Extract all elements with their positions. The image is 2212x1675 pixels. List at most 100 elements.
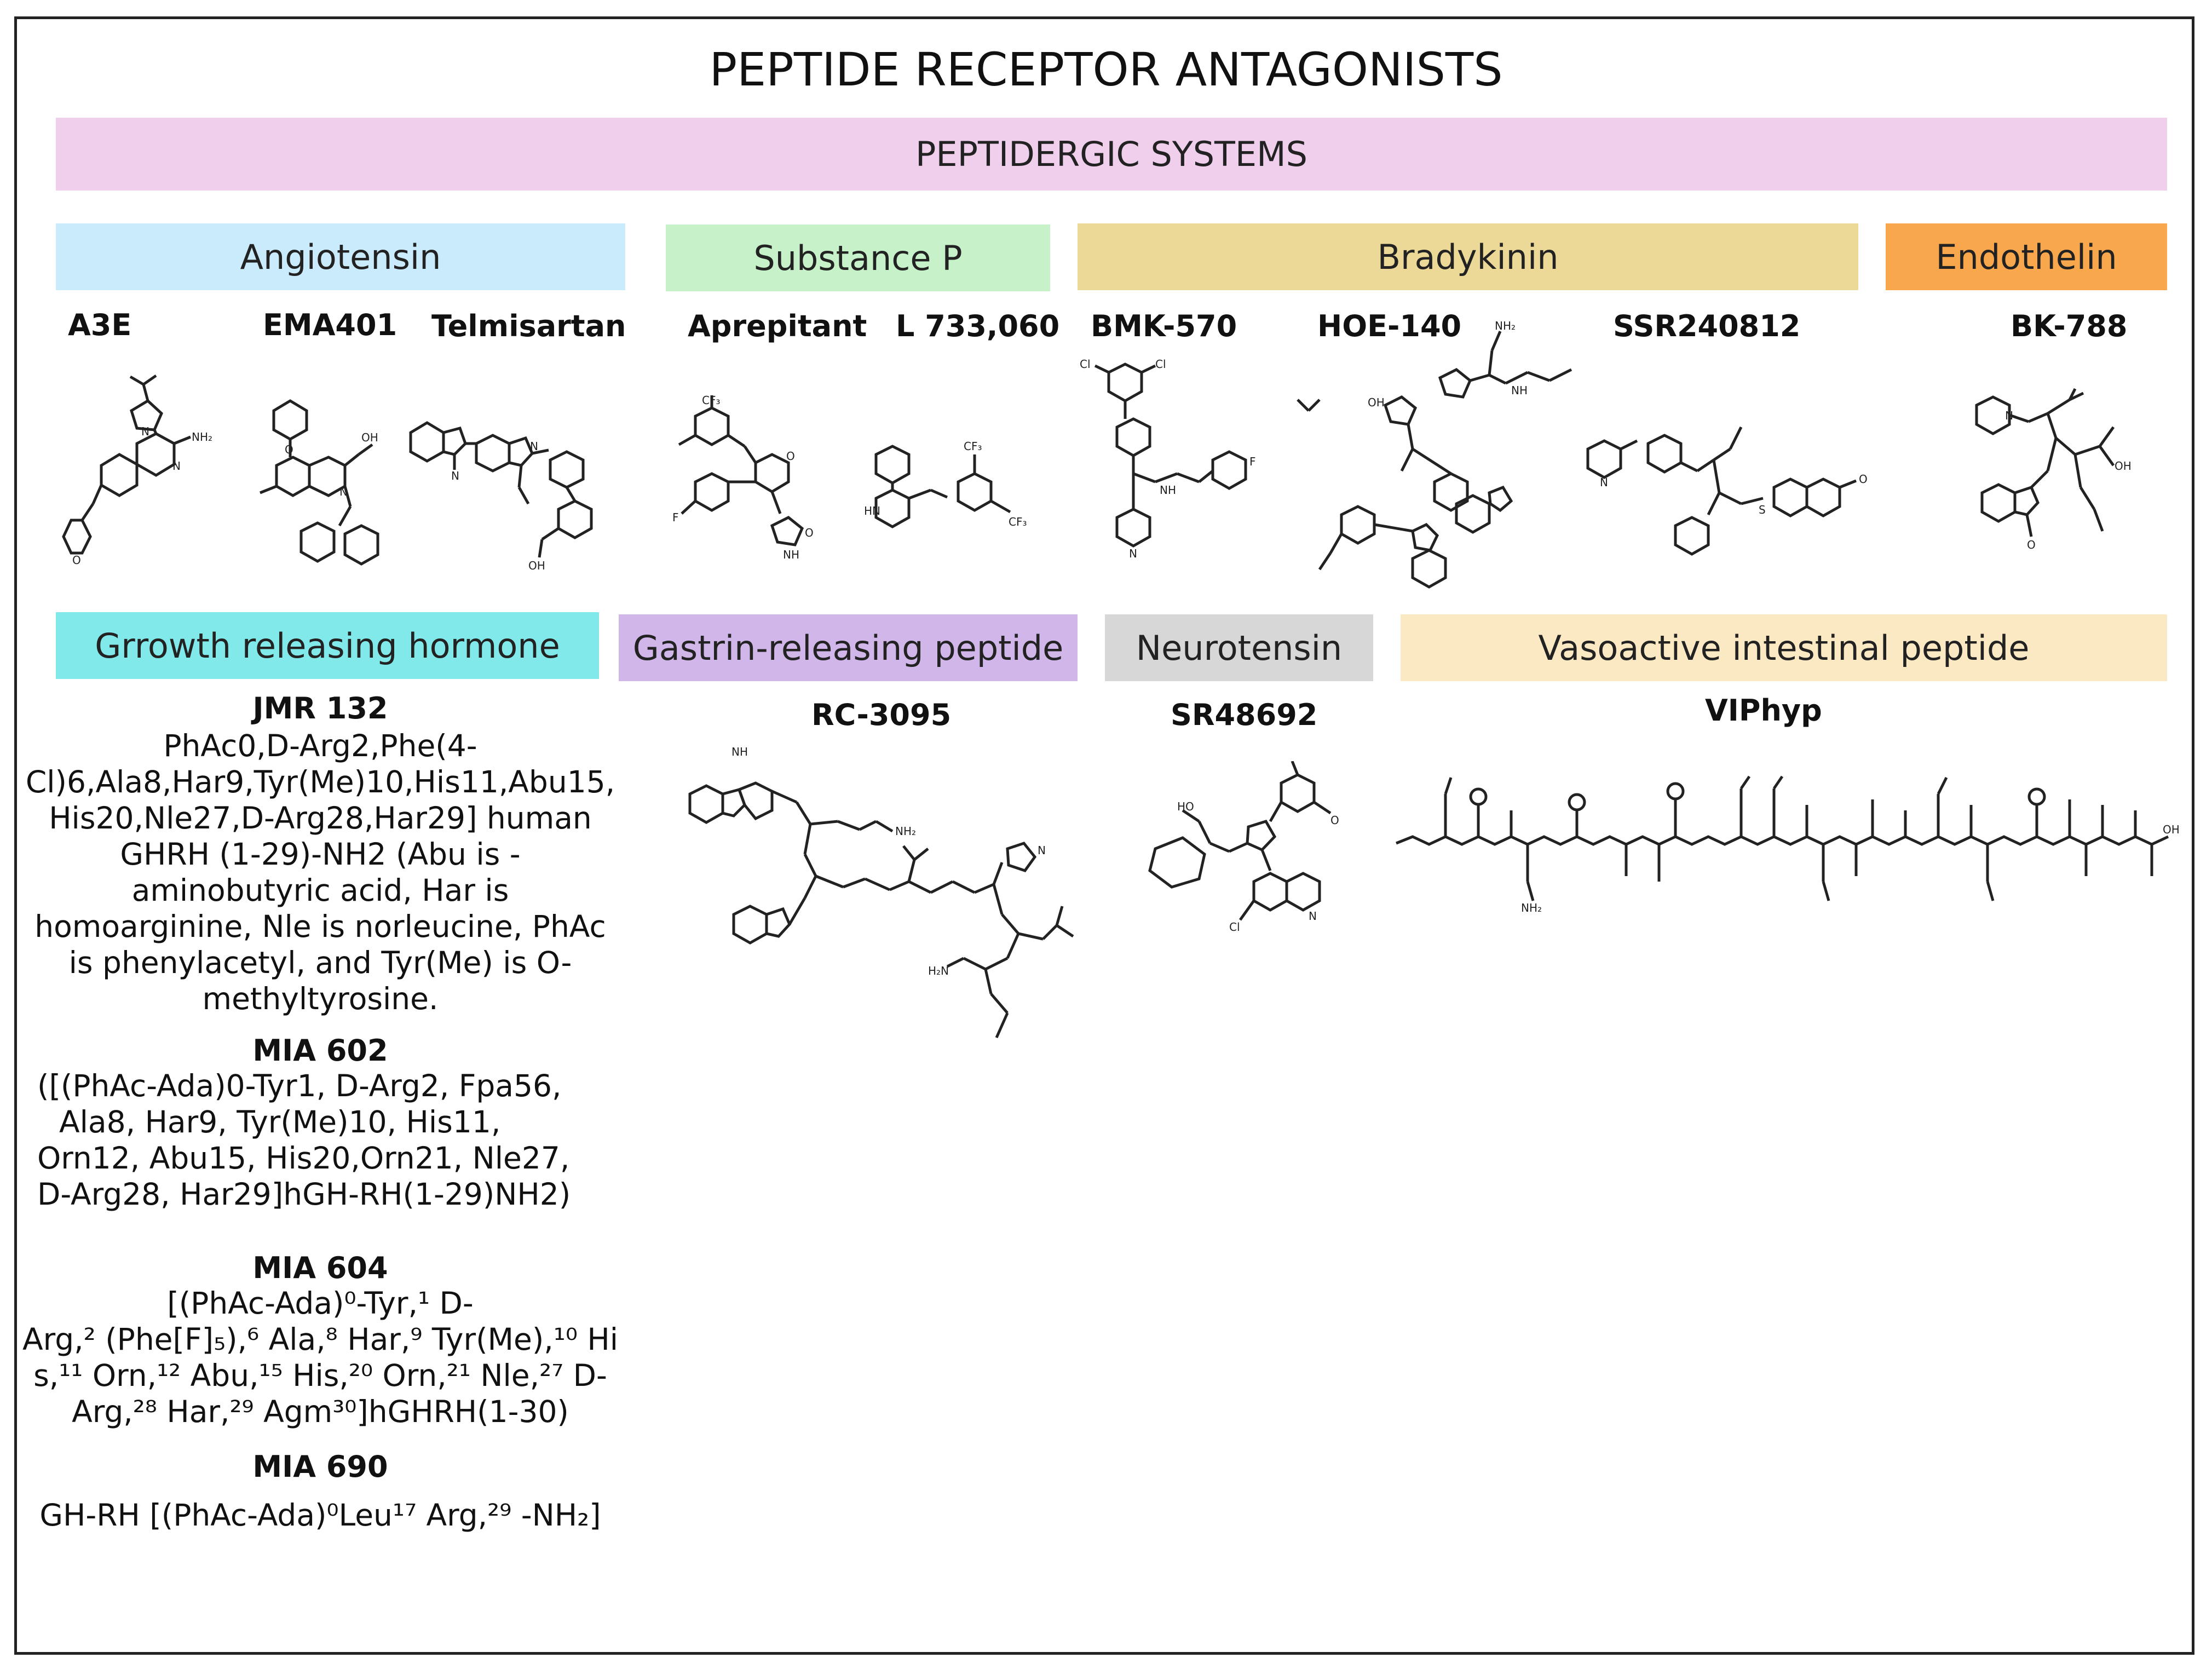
desc-line: methyltyrosine. — [202, 981, 439, 1016]
hoe-nh2-label: NH₂ — [1495, 319, 1516, 332]
drug-ema401: EMA401 — [263, 308, 398, 342]
bmk-cl2-atom: Cl — [1155, 358, 1166, 371]
desc-line: s,¹¹ Orn,¹² Abu,¹⁵ His,²⁰ Orn,²¹ Nle,²⁷ … — [33, 1358, 607, 1393]
bmk-cl-atom: Cl — [1080, 358, 1091, 371]
desc-line: His20,Nle27,D-Arg28,Har29] human — [49, 801, 592, 836]
drug-telmisartan: Telmisartan — [431, 309, 626, 343]
ssr240812-structure: N O S — [1586, 426, 1868, 556]
peptidergic-systems-banner: PEPTIDERGIC SYSTEMS — [56, 118, 2167, 191]
aprepitant-structure: CF₃ F O NH O — [672, 394, 814, 561]
hoe140-structure: NH₂ OH NH — [1297, 319, 1572, 589]
telmisartan-structure: N N OH — [409, 421, 593, 572]
desc-line: homoarginine, Nle is norleucine, PhAc — [34, 909, 606, 944]
bmk-nh-label: NH — [1160, 483, 1176, 497]
ema-oh-label: OH — [361, 431, 378, 444]
ssr-o-atom: O — [1859, 473, 1868, 486]
sr-o-atom: O — [1330, 814, 1339, 827]
desc-line: Orn12, Abu15, His20,Orn21, Nle27, — [37, 1141, 570, 1176]
compound-mia602-name: MIA 602 — [252, 1033, 388, 1068]
desc-line: Ala8, Har9, Tyr(Me)10, His11, — [59, 1104, 501, 1139]
apr-cf3-label: CF₃ — [702, 394, 721, 407]
l73-cf3-label: CF₃ — [964, 440, 982, 453]
bmk570-structure: Cl Cl NH F N — [1080, 358, 1256, 560]
desc-line: ([(PhAc-Ada)0-Tyr1, D-Arg2, Fpa56, — [37, 1068, 562, 1103]
tel-oh-label: OH — [528, 559, 545, 572]
bmk-n-atom: N — [1129, 547, 1137, 560]
desc-line: aminobutyric acid, Har is — [131, 873, 509, 908]
bk-o-atom: O — [2027, 538, 2036, 551]
hoe-oh-label: OH — [1368, 396, 1385, 409]
desc-line: Cl)6,Ala8,Har9,Tyr(Me)10,His11,Abu15, — [25, 764, 615, 799]
l73-hn-label: HN — [865, 504, 880, 517]
rc-n-atom: N — [1038, 844, 1046, 857]
bmk-f-atom: F — [1249, 455, 1256, 468]
bradykinin-band: Bradykinin — [1078, 223, 1858, 290]
a3e-n2-atom: N — [172, 459, 181, 473]
drug-aprepitant: Aprepitant — [688, 309, 867, 343]
bk788-structure: N OH O — [1975, 388, 2132, 551]
bk-oh-label: OH — [2115, 459, 2132, 473]
l73-cf3b-label: CF₃ — [1009, 515, 1027, 528]
a3e-o-atom: O — [72, 554, 81, 567]
apr-o-atom: O — [786, 450, 795, 463]
a3e-n-atom: N — [141, 425, 149, 438]
compound-mia604-desc: [(PhAc-Ada)⁰-Tyr,¹ D- Arg,² (Phe[F]₅),⁶ … — [22, 1285, 619, 1430]
substance-p-band: Substance P — [666, 225, 1050, 291]
drug-l733060: L 733,060 — [896, 309, 1060, 343]
rc-h2n-label: H₂N — [928, 964, 949, 977]
rc-nh2-label: NH₂ — [895, 825, 916, 838]
bk-n-atom: N — [2005, 409, 2013, 422]
drug-ssr240812: SSR240812 — [1613, 309, 1801, 343]
compound-mia690-desc: GH-RH [(PhAc-Ada)⁰Leu¹⁷ Arg,²⁹ -NH₂] — [22, 1497, 619, 1533]
desc-line: D-Arg28, Har29]hGH-RH(1-29)NH2) — [37, 1177, 571, 1212]
compound-jmr132-desc: PhAc0,D-Arg2,Phe(4- Cl)6,Ala8,Har9,Tyr(M… — [22, 728, 619, 1017]
desc-line: is phenylacetyl, and Tyr(Me) is O- — [68, 945, 572, 980]
tel-n2-atom: N — [530, 440, 538, 453]
compound-mia690-name: MIA 690 — [252, 1449, 388, 1484]
drug-bk788: BK-788 — [2011, 309, 2128, 343]
growth-compounds-column: JMR 132 PhAc0,D-Arg2,Phe(4- Cl)6,Ala8,Ha… — [22, 691, 619, 1533]
desc-line: [(PhAc-Ada)⁰-Tyr,¹ D- — [167, 1286, 474, 1321]
compound-mia602-desc: ([(PhAc-Ada)0-Tyr1, D-Arg2, Fpa56, Ala8,… — [22, 1068, 619, 1212]
desc-line: GHRH (1-29)-NH2 (Abu is - — [120, 837, 521, 872]
sr-ho-label: HO — [1177, 800, 1194, 813]
ema401-structure: O OH N — [260, 399, 379, 566]
growth-hormone-band: Grrowth releasing hormone — [56, 612, 599, 679]
figure-frame — [14, 16, 2194, 1655]
hoe-nh-label: NH — [1511, 384, 1528, 397]
desc-line: PhAc0,D-Arg2,Phe(4- — [163, 728, 477, 763]
a3e-nh2-label: NH₂ — [192, 430, 212, 444]
sr-n-atom: N — [1309, 910, 1317, 923]
gastrin-releasing-band: Gastrin-releasing peptide — [619, 614, 1078, 681]
endothelin-band: Endothelin — [1886, 223, 2167, 290]
drug-bmk570: BMK-570 — [1091, 309, 1237, 343]
viphyp-structure: NH₂ OH — [1396, 775, 2179, 914]
vip-nh2-label: NH₂ — [1521, 901, 1542, 914]
apr-f-atom: F — [672, 511, 679, 524]
angiotensin-band: Angiotensin — [56, 223, 625, 290]
drug-viphyp: VIPhyp — [1705, 693, 1822, 728]
ema-o-atom: O — [285, 443, 293, 456]
tel-n-atom: N — [451, 469, 459, 482]
desc-line: GH-RH [(PhAc-Ada)⁰Leu¹⁷ Arg,²⁹ -NH₂] — [39, 1498, 601, 1533]
figure-title: PEPTIDE RECEPTOR ANTAGONISTS — [709, 43, 1503, 96]
rc3095-structure: NH NH₂ N H₂N — [688, 745, 1074, 1039]
rc-nh-label: NH — [731, 745, 748, 758]
drug-sr48692: SR48692 — [1171, 698, 1318, 732]
apr-o2-atom: O — [805, 526, 814, 539]
apr-nh-label: NH — [783, 548, 799, 561]
compound-mia604-name: MIA 604 — [252, 1251, 388, 1285]
drug-hoe140: HOE-140 — [1317, 309, 1462, 343]
l733060-structure: HN CF₃ CF₃ — [865, 440, 1027, 528]
ssr-s-atom: S — [1759, 503, 1766, 516]
vip-oh-label: OH — [2163, 823, 2179, 836]
drug-rc3095: RC-3095 — [811, 698, 952, 732]
ssr-n-atom: N — [1600, 476, 1608, 489]
sr48692-structure: HO O N Cl — [1148, 761, 1339, 934]
compound-jmr132-name: JMR 132 — [252, 691, 388, 726]
drug-a3e: A3E — [68, 308, 132, 342]
desc-line: Arg,²⁸ Har,²⁹ Agm³⁰]hGHRH(1-30) — [72, 1394, 569, 1429]
vip-band: Vasoactive intestinal peptide — [1401, 614, 2167, 681]
desc-line: Arg,² (Phe[F]₅),⁶ Ala,⁸ Har,⁹ Tyr(Me),¹⁰… — [22, 1322, 618, 1357]
neurotensin-band: Neurotensin — [1105, 614, 1373, 681]
